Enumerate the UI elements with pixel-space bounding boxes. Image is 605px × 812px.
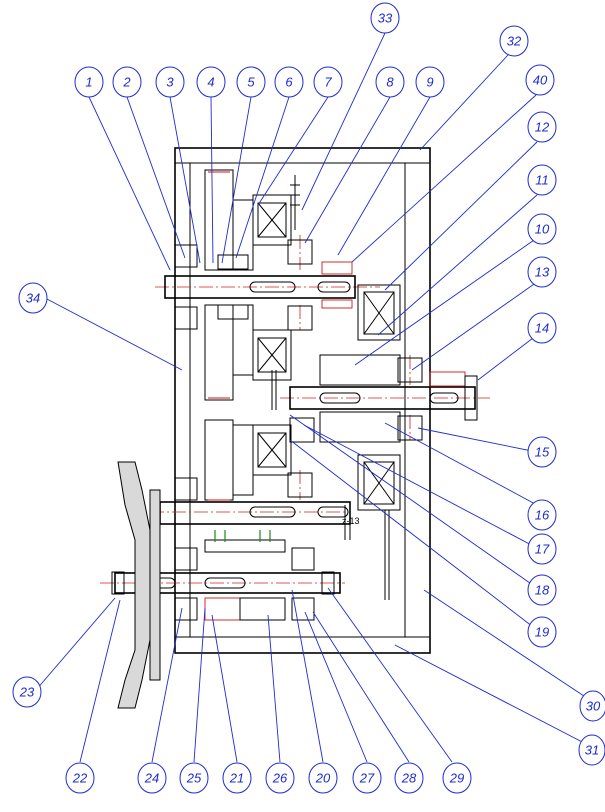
callout-11-label: 11 (535, 173, 549, 188)
callout-25: 25 (179, 762, 209, 794)
callout-18: 18 (527, 574, 557, 606)
callout-7-label: 7 (324, 75, 332, 90)
callout-12: 12 (527, 111, 557, 143)
callout-18-label: 18 (535, 583, 550, 598)
callout-20-label: 20 (315, 771, 331, 786)
upper-shaft (164, 239, 356, 331)
callout-34-label: 34 (26, 291, 40, 306)
callout-9-label: 9 (426, 75, 433, 90)
callout-17: 17 (527, 533, 557, 565)
callout-2: 2 (112, 66, 142, 98)
callout-15: 15 (527, 436, 557, 468)
callout-27: 27 (352, 762, 382, 794)
intermediate-shaft (271, 354, 478, 443)
gear-mark-text: z-13 (342, 516, 360, 526)
callout-24: 24 (137, 762, 167, 794)
callout-12-label: 12 (535, 120, 550, 135)
callout-30: 30 (579, 690, 605, 722)
callout-21: 21 (222, 762, 252, 794)
callout-22-label: 22 (72, 771, 88, 786)
callout-28: 28 (394, 762, 424, 794)
callout-10-label: 10 (535, 222, 550, 237)
callout-27-label: 27 (359, 771, 375, 786)
callout-5-label: 5 (247, 75, 255, 90)
callout-32-label: 32 (507, 34, 522, 49)
callout-19: 19 (527, 616, 557, 648)
callout-23: 23 (12, 676, 42, 708)
clutch-coils (252, 175, 401, 511)
callout-5: 5 (236, 66, 266, 98)
callout-8: 8 (375, 66, 405, 98)
callout-30-label: 30 (586, 699, 601, 714)
callout-15-label: 15 (535, 445, 550, 460)
callout-26: 26 (265, 762, 295, 794)
callout-9: 9 (415, 66, 445, 98)
callout-24-label: 24 (144, 771, 159, 786)
callout-14-label: 14 (535, 321, 549, 336)
callout-29: 29 (442, 762, 472, 794)
callout-28-label: 28 (401, 771, 417, 786)
callout-10: 10 (527, 213, 557, 245)
callout-16-label: 16 (535, 508, 550, 523)
callout-8-label: 8 (386, 75, 394, 90)
callout-40: 40 (525, 64, 555, 96)
callout-13: 13 (527, 256, 557, 288)
callout-32: 32 (499, 25, 529, 57)
gearbox-housing (174, 147, 431, 654)
callout-26-label: 26 (272, 771, 288, 786)
callout-11: 11 (527, 164, 557, 196)
callout-33: 33 (370, 2, 400, 34)
callout-6-label: 6 (285, 75, 293, 90)
callout-34: 34 (18, 282, 48, 314)
v-belt-pulley (117, 461, 161, 709)
callout-2-label: 2 (122, 75, 131, 90)
callout-3-label: 3 (166, 75, 174, 90)
callout-31: 31 (578, 734, 605, 766)
callout-4: 4 (196, 66, 226, 98)
leader-lines (35, 32, 591, 763)
callout-19-label: 19 (535, 625, 549, 640)
callout-7: 7 (313, 66, 343, 98)
callout-6: 6 (274, 66, 304, 98)
callout-17-label: 17 (535, 542, 550, 557)
callout-16: 16 (527, 499, 557, 531)
callout-14: 14 (527, 312, 557, 344)
callout-1-label: 1 (85, 75, 92, 90)
callout-40-label: 40 (533, 73, 548, 88)
callout-33-label: 33 (378, 11, 393, 26)
output-shaft (111, 510, 390, 621)
callout-13-label: 13 (535, 265, 550, 280)
callout-22: 22 (65, 762, 95, 794)
callout-23-label: 23 (19, 685, 35, 700)
callout-4-label: 4 (207, 75, 214, 90)
callout-29-label: 29 (449, 771, 464, 786)
callout-1: 1 (74, 66, 104, 98)
callout-25-label: 25 (186, 771, 202, 786)
callout-20: 20 (308, 762, 338, 794)
callout-3: 3 (155, 66, 185, 98)
callout-21-label: 21 (229, 771, 244, 786)
callout-31-label: 31 (585, 743, 599, 758)
